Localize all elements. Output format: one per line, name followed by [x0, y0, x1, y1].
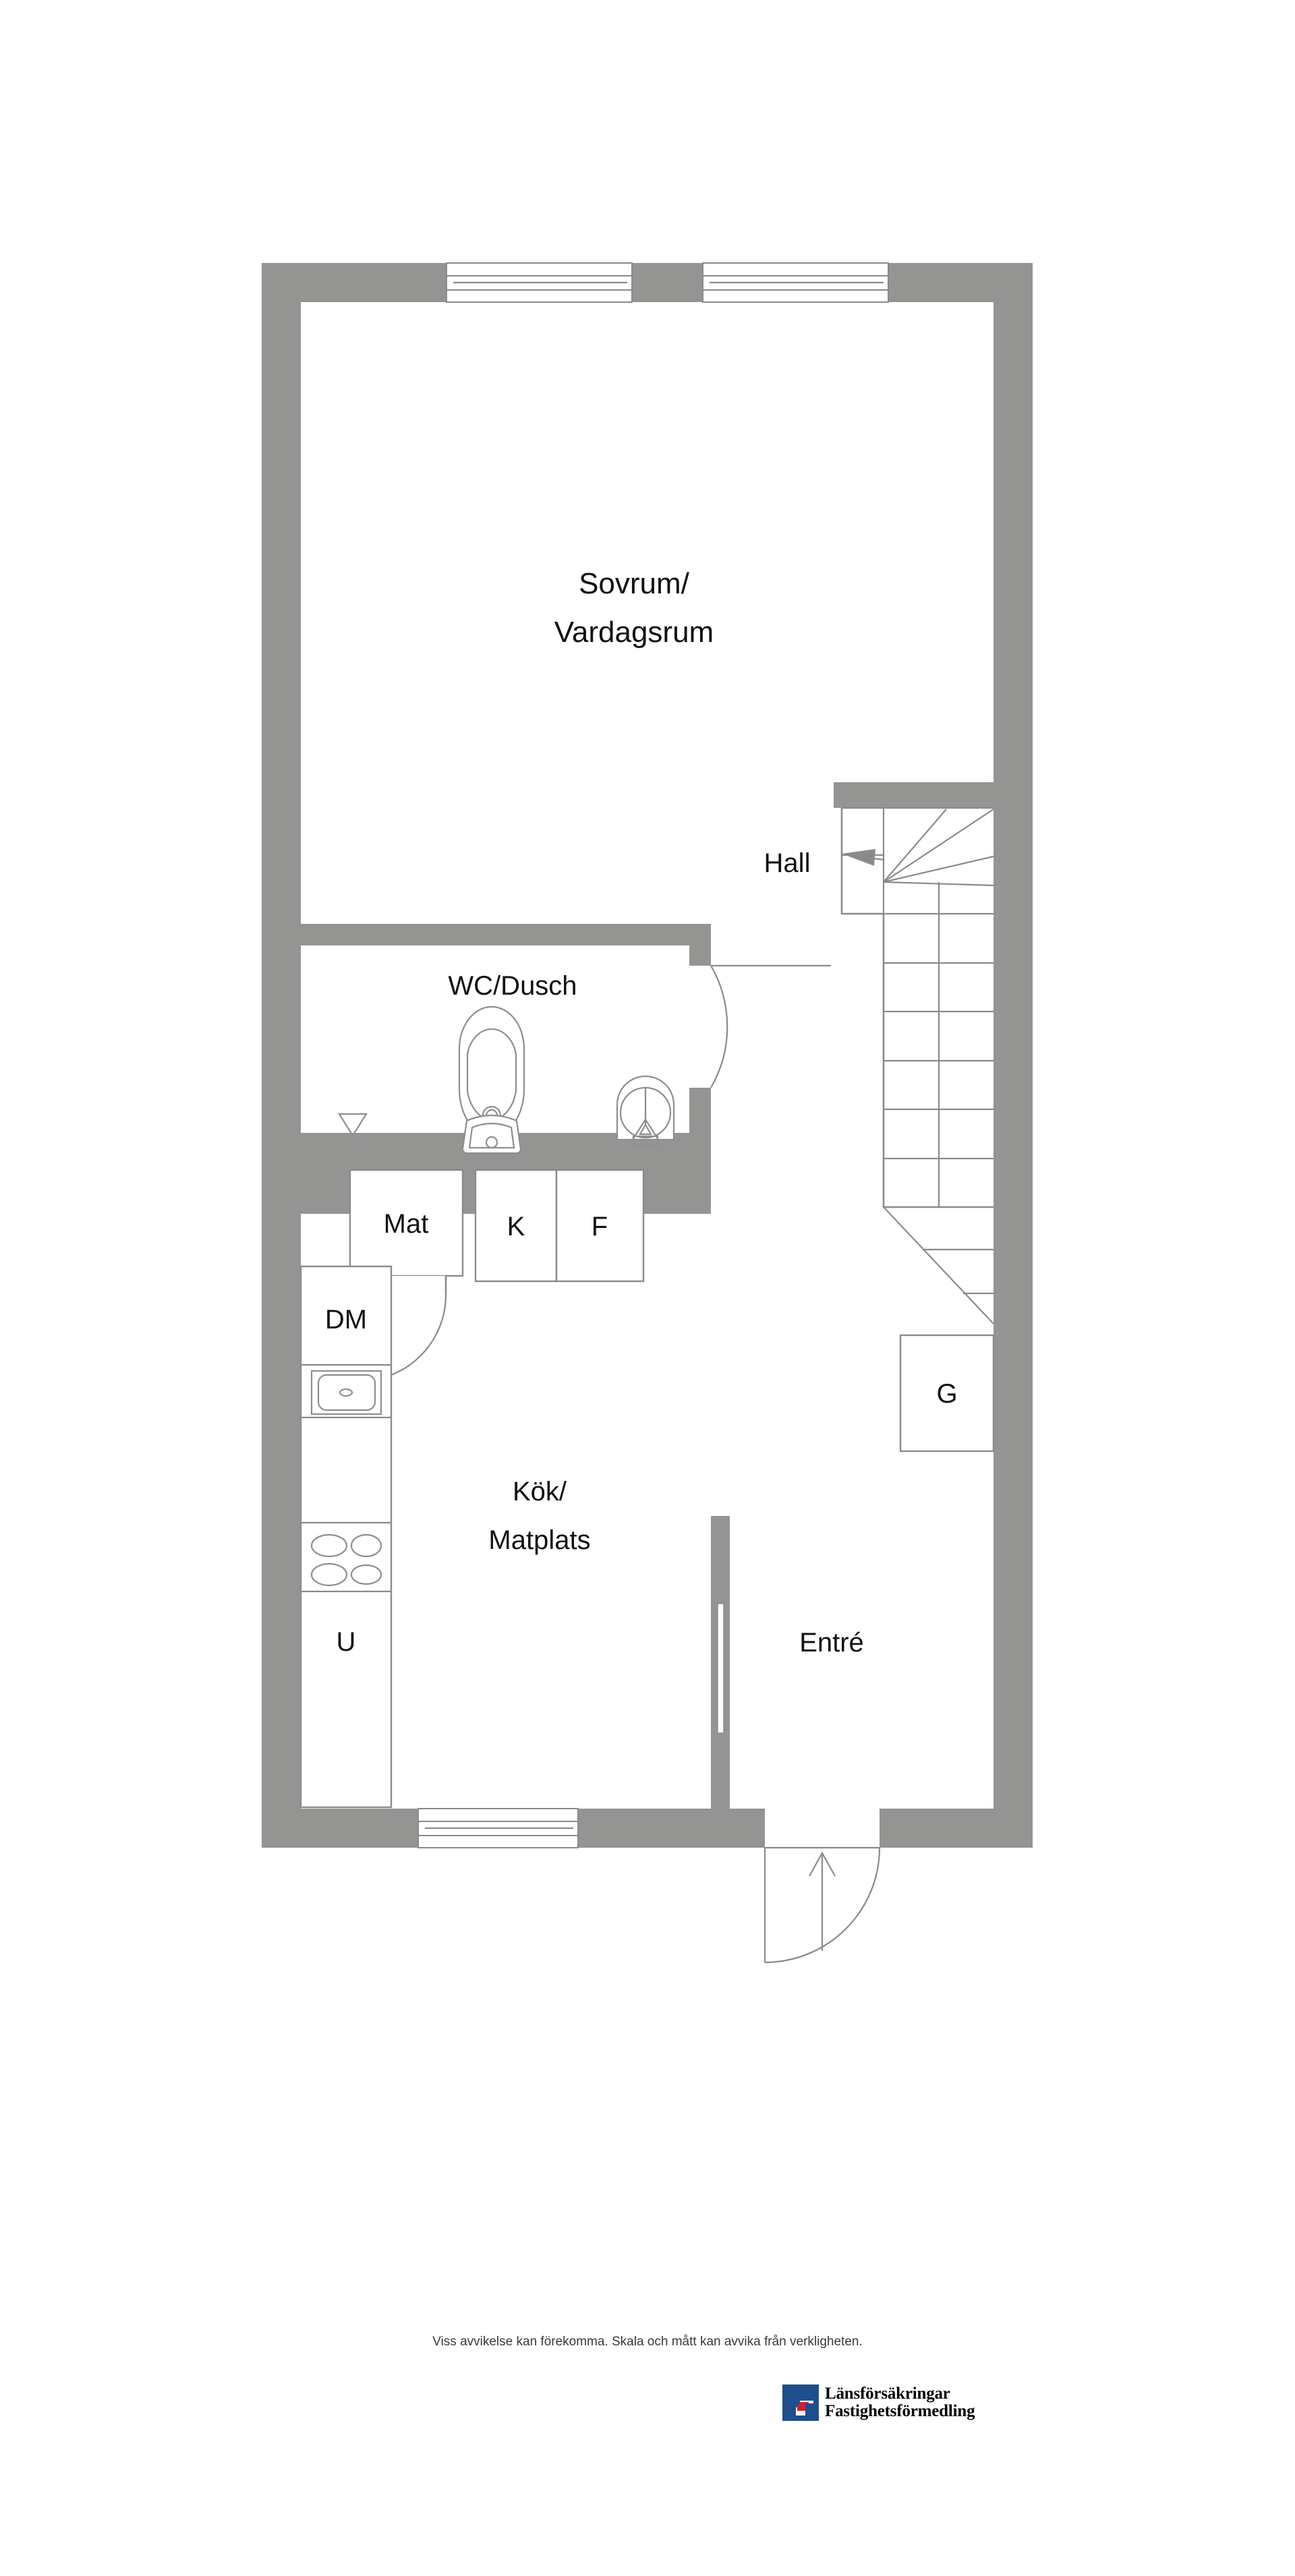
washbasin-icon: [616, 1075, 675, 1147]
pantry-closet-box: [349, 1169, 464, 1277]
logo-text-line1: Länsförsäkringar: [825, 2384, 950, 2403]
kitchen-counter-column: DM U: [299, 1265, 393, 1809]
stair-arrow-icon: [842, 849, 875, 866]
room-kok-matplats: Kök/ Matplats: [488, 1477, 590, 1555]
room-sovrum-vardagsrum: Sovrum/ Vardagsrum: [554, 567, 714, 649]
wardrobe-g: G: [899, 1334, 995, 1453]
room-wc-dusch: WC/Dusch: [301, 924, 831, 1175]
lansforsakringar-logo: Länsförsäkringar Fastighetsförmedling: [782, 2380, 978, 2425]
unit-label-f: F: [592, 1212, 608, 1241]
window-bottom: [418, 1808, 579, 1848]
unit-label-g: G: [936, 1379, 957, 1409]
logo-text-line2: Fastighetsförmedling: [825, 2402, 975, 2420]
floor-drain-icon: [338, 1113, 368, 1138]
room-label-sovrum-line2: Vardagsrum: [554, 616, 714, 649]
pantry-and-appliance-row: Mat K F: [301, 1154, 711, 1382]
unit-label-u: U: [337, 1627, 356, 1657]
kitchen-counter-run: [299, 1265, 393, 1809]
unit-label-mat: Mat: [384, 1209, 429, 1239]
interior-door-panel: [717, 1603, 724, 1734]
room-label-kok-line1: Kök/: [513, 1477, 567, 1506]
kitchen-sink-icon: [310, 1370, 382, 1415]
room-label-sovrum-line1: Sovrum/: [579, 567, 690, 600]
room-entre: Entré: [764, 1628, 881, 1964]
room-label-hall: Hall: [764, 848, 811, 878]
room-label-entre: Entré: [799, 1628, 864, 1658]
fridge-cabinet-box: [555, 1169, 645, 1283]
footer-disclaimer: Viss avvikelse kan förekomma. Skala och …: [432, 2335, 863, 2349]
lansforsakringar-logo-icon: [782, 2384, 819, 2421]
outer-walls: [262, 263, 1033, 1848]
room-label-wc-dusch: WC/Dusch: [448, 971, 577, 1001]
unit-label-dm: DM: [325, 1305, 367, 1335]
window-top-right: [702, 262, 889, 303]
room-label-kok-line2: Matplats: [488, 1525, 590, 1555]
window-top-left: [446, 262, 633, 303]
entre-partition: [711, 1516, 730, 1809]
stair-block: Hall: [764, 782, 994, 1324]
unit-label-k: K: [507, 1212, 525, 1241]
wardrobe-box: [899, 1334, 995, 1453]
stove-hob-icon: [310, 1533, 382, 1587]
freezer-cabinet-box: [474, 1169, 558, 1283]
toilet-icon: [458, 1005, 525, 1154]
footer: Viss avvikelse kan förekomma. Skala och …: [432, 2335, 863, 2349]
